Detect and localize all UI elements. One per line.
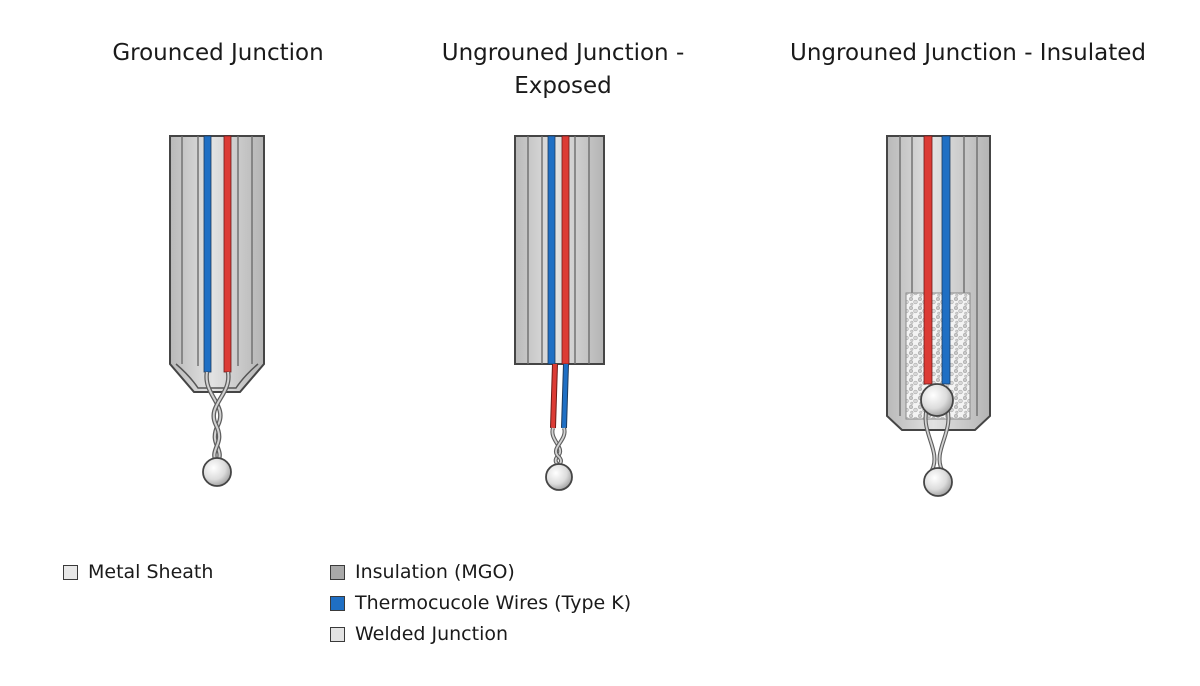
legend-item-thermocouple-wires: Thermocucole Wires (Type K) xyxy=(330,591,631,615)
legend-item-welded-junction: Welded Junction xyxy=(330,622,508,646)
legend-label: Metal Sheath xyxy=(88,561,214,583)
legend-item-insulation: Insulation (MGO) xyxy=(330,560,515,584)
legend-label: Welded Junction xyxy=(355,623,509,645)
red-wire xyxy=(223,135,232,373)
blue-wire xyxy=(941,135,951,385)
metal-sheath xyxy=(169,135,265,393)
blue-wire xyxy=(547,135,556,365)
legend-label: Insulation (MGO) xyxy=(355,561,515,583)
insulated-junction-probe xyxy=(886,135,991,497)
welded-junction-bead xyxy=(202,457,232,487)
legend-swatch xyxy=(330,595,345,611)
legend-swatch xyxy=(63,564,78,580)
grounded-junction-probe xyxy=(169,135,265,487)
legend-swatch xyxy=(330,626,345,642)
welded-junction-bead xyxy=(923,467,953,497)
legend-label: Thermocucole Wires (Type K) xyxy=(355,592,632,614)
legend-swatch xyxy=(330,564,345,580)
red-wire xyxy=(923,135,933,385)
exposed-junction-probe xyxy=(514,135,605,491)
legend-item-metal-sheath: Metal Sheath xyxy=(63,560,213,584)
blue-wire xyxy=(203,135,212,373)
panel-title-ungrounded-insulated: Ungrouned Junction - Insulated xyxy=(790,40,1146,66)
red-wire xyxy=(561,135,570,365)
sheath-tip-fillet xyxy=(175,363,259,389)
panel-title-ungrounded-exposed: Ungrouned Junction - Exposed xyxy=(441,40,685,99)
internal-junction-bead xyxy=(920,383,954,417)
welded-junction-bead xyxy=(545,463,573,491)
panel-title-grounded: Grounced Junction xyxy=(112,40,324,66)
